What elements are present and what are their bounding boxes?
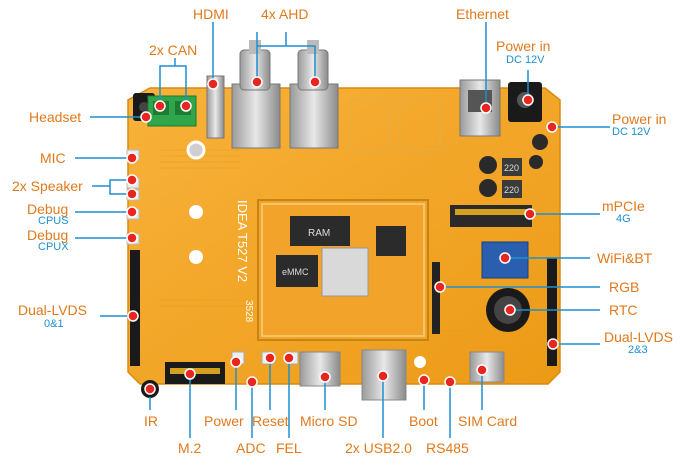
mounting-hole xyxy=(189,205,203,219)
capacitor xyxy=(529,155,543,169)
label-reset: Reset xyxy=(252,413,289,429)
capacitor xyxy=(479,156,497,174)
label-mic: MIC xyxy=(40,150,66,166)
inductor-1-text: 220 xyxy=(504,163,519,173)
label-ethernet: Ethernet xyxy=(456,6,509,22)
label-wifi: WiFi&BT xyxy=(597,250,653,266)
inductor xyxy=(502,158,522,176)
label-lvds-right-sub: 2&3 xyxy=(628,344,648,356)
label-ir: IR xyxy=(144,413,158,429)
silk-code-text: 3528 xyxy=(243,300,254,323)
label-usb: 2x USB2.0 xyxy=(345,440,412,456)
microsd-slot xyxy=(299,351,341,387)
mounting-hole xyxy=(186,140,206,160)
capacitor xyxy=(532,134,548,150)
label-rgb: RGB xyxy=(609,279,640,295)
ram-chip-text: RAM xyxy=(308,228,330,239)
rgb-connector xyxy=(432,262,440,334)
ahd-connector-2 xyxy=(289,40,339,149)
label-simcard: SIM Card xyxy=(458,413,518,429)
label-debug-cpux: Debug xyxy=(27,227,69,243)
label-power-button: Power xyxy=(204,413,244,429)
mounting-hole xyxy=(189,250,203,264)
mounting-hole xyxy=(414,356,426,368)
label-microsd: Micro SD xyxy=(300,413,358,429)
mpcie-slot xyxy=(450,205,532,227)
label-lvds-right: Dual-LVDS xyxy=(604,329,673,345)
silk-model-text: IDEA T527 V2 xyxy=(235,200,250,282)
ahd-connector-1 xyxy=(231,40,281,149)
label-mpcie: mPCIe xyxy=(602,198,645,214)
label-ahd: 4x AHD xyxy=(261,6,309,22)
label-rtc: RTC xyxy=(609,302,638,318)
inductor xyxy=(502,180,522,198)
label-rs485: RS485 xyxy=(426,440,469,456)
label-power-in-right: Power in xyxy=(612,111,667,127)
emmc-chip xyxy=(276,255,318,287)
label-headset: Headset xyxy=(29,109,82,125)
label-debug-cpux-sub: CPUX xyxy=(38,241,69,253)
lvds-header-left xyxy=(130,250,140,366)
label-hdmi: HDMI xyxy=(193,6,229,22)
label-lvds-left: Dual-LVDS xyxy=(18,302,87,318)
label-power-in-top-sub: DC 12V xyxy=(506,54,545,66)
label-adc: ADC xyxy=(236,440,266,456)
label-m2: M.2 xyxy=(178,440,202,456)
ram-chip xyxy=(290,216,350,246)
callout-markers xyxy=(126,76,559,395)
label-lvds-left-sub: 0&1 xyxy=(44,318,64,330)
capacitor xyxy=(479,179,497,197)
emmc-chip-text: eMMC xyxy=(282,267,309,277)
cpu-chip xyxy=(321,247,369,297)
label-debug-cpus: Debug xyxy=(27,201,69,217)
lvds-header-right xyxy=(547,258,557,366)
label-debug-cpus-sub: CPUS xyxy=(38,215,69,227)
label-power-in-top: Power in xyxy=(496,38,551,54)
label-speaker: 2x Speaker xyxy=(12,178,83,194)
hdmi-connector xyxy=(206,75,225,139)
label-power-in-right-sub: DC 12V xyxy=(612,126,651,138)
inductor-2-text: 220 xyxy=(504,185,519,195)
label-boot: Boot xyxy=(409,413,438,429)
label-mpcie-sub: 4G xyxy=(616,213,631,225)
label-fel: FEL xyxy=(276,440,302,456)
sim-slot xyxy=(469,351,505,383)
label-can: 2x CAN xyxy=(149,42,198,58)
